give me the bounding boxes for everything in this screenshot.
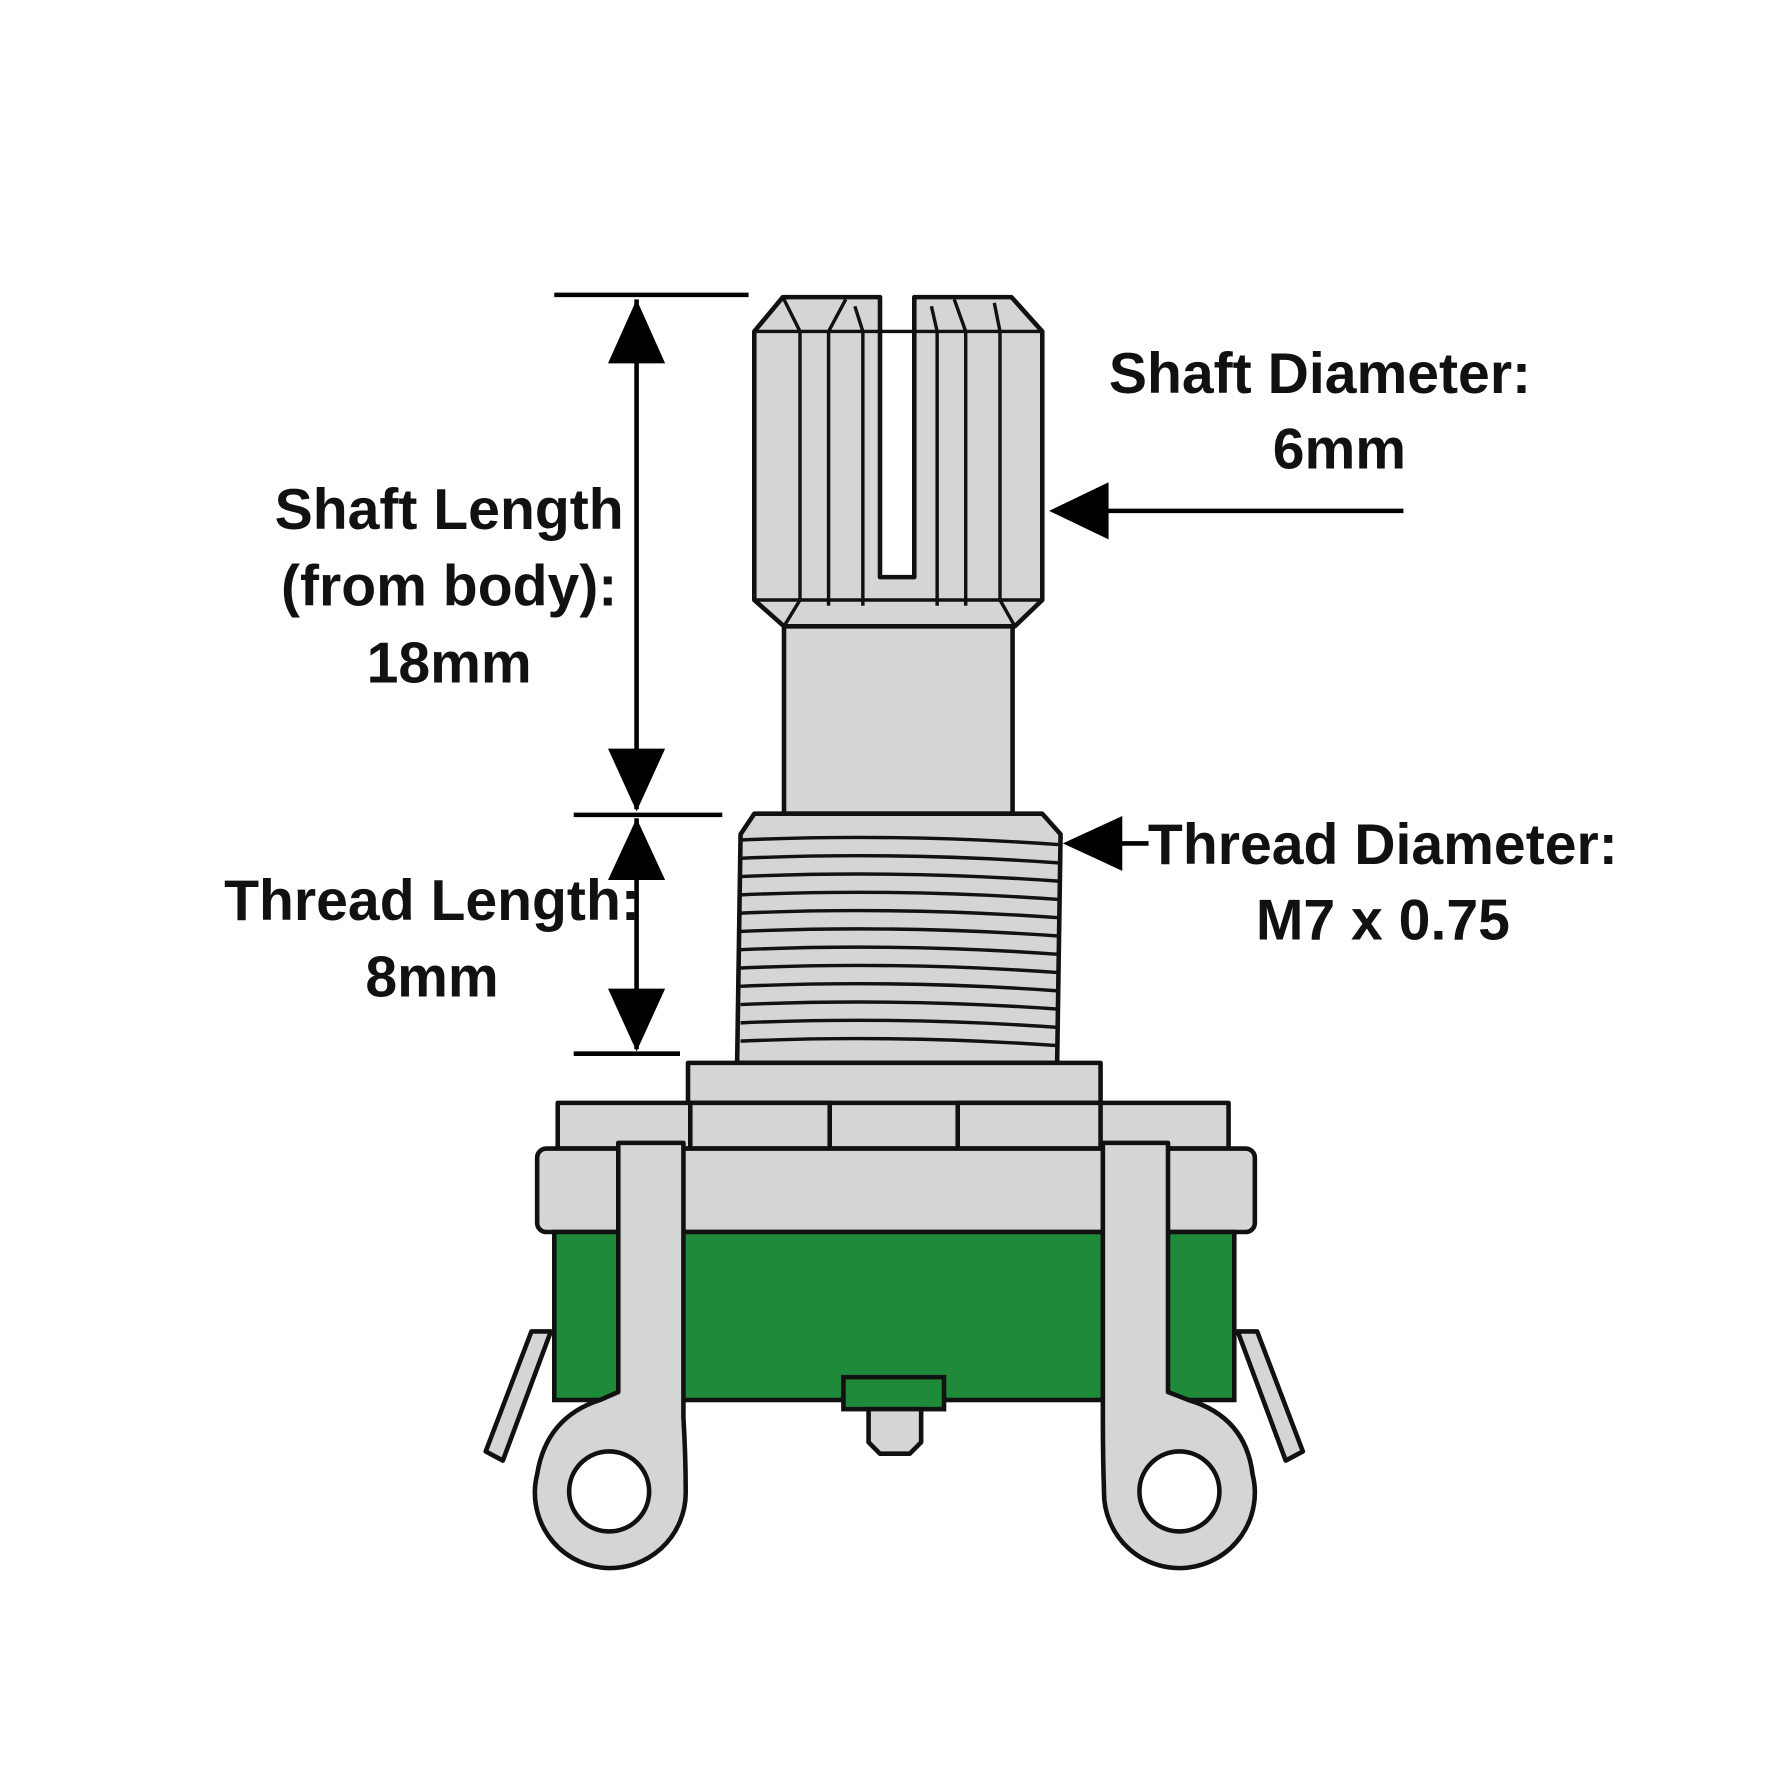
- thread-groove: [740, 1036, 1059, 1048]
- thread-groove: [740, 945, 1059, 956]
- svg-text:18mm: 18mm: [367, 631, 532, 695]
- knurled-shaft: [751, 294, 1045, 629]
- svg-text:Shaft Diameter:: Shaft Diameter:: [1109, 342, 1531, 406]
- thread-groove: [740, 908, 1059, 920]
- potentiometer-body: [483, 1060, 1306, 1463]
- thread-groove: [740, 890, 1059, 902]
- thread-groove: [740, 835, 1059, 847]
- arrow-down-icon: [608, 748, 666, 812]
- thread-diameter-label: Thread Diameter: M7 x 0.75: [1148, 813, 1618, 952]
- thread-groove: [740, 1018, 1059, 1030]
- thread-groove: [740, 872, 1059, 883]
- thread-length-dimension: [573, 818, 680, 1056]
- svg-text:6mm: 6mm: [1273, 418, 1406, 482]
- svg-text:Thread Diameter:: Thread Diameter:: [1148, 813, 1618, 877]
- shaft-length-dimension: [554, 292, 749, 818]
- mounting-lug-right: [1100, 1140, 1258, 1571]
- thread-groove: [740, 1000, 1059, 1011]
- thread-groove: [740, 982, 1059, 993]
- svg-text:(from body):: (from body):: [281, 555, 617, 619]
- mounting-lug-left: [532, 1140, 689, 1571]
- arrow-down-icon: [608, 988, 666, 1052]
- svg-text:8mm: 8mm: [365, 946, 498, 1010]
- svg-text:M7 x 0.75: M7 x 0.75: [1256, 888, 1510, 952]
- shaft-body: [781, 624, 1015, 816]
- svg-text:Thread Length:: Thread Length:: [224, 869, 640, 933]
- arrow-left-icon: [1062, 816, 1123, 871]
- threaded-bushing: [734, 811, 1063, 1066]
- arrow-left-icon: [1049, 482, 1109, 540]
- thread-groove: [740, 963, 1059, 975]
- shaft-length-label: Shaft Length (from body): 18mm: [275, 478, 624, 695]
- thread-diameter-arrow: [1062, 816, 1149, 871]
- thread-groove: [740, 927, 1059, 938]
- arrow-up-icon: [608, 818, 666, 880]
- svg-text:Shaft Length: Shaft Length: [275, 478, 624, 542]
- thread-groove: [740, 854, 1059, 865]
- shaft-diameter-label: Shaft Diameter: 6mm: [1109, 342, 1531, 481]
- arrow-up-icon: [608, 299, 666, 364]
- thread-length-label: Thread Length: 8mm: [224, 869, 640, 1010]
- shaft-diameter-arrow: [1049, 482, 1404, 540]
